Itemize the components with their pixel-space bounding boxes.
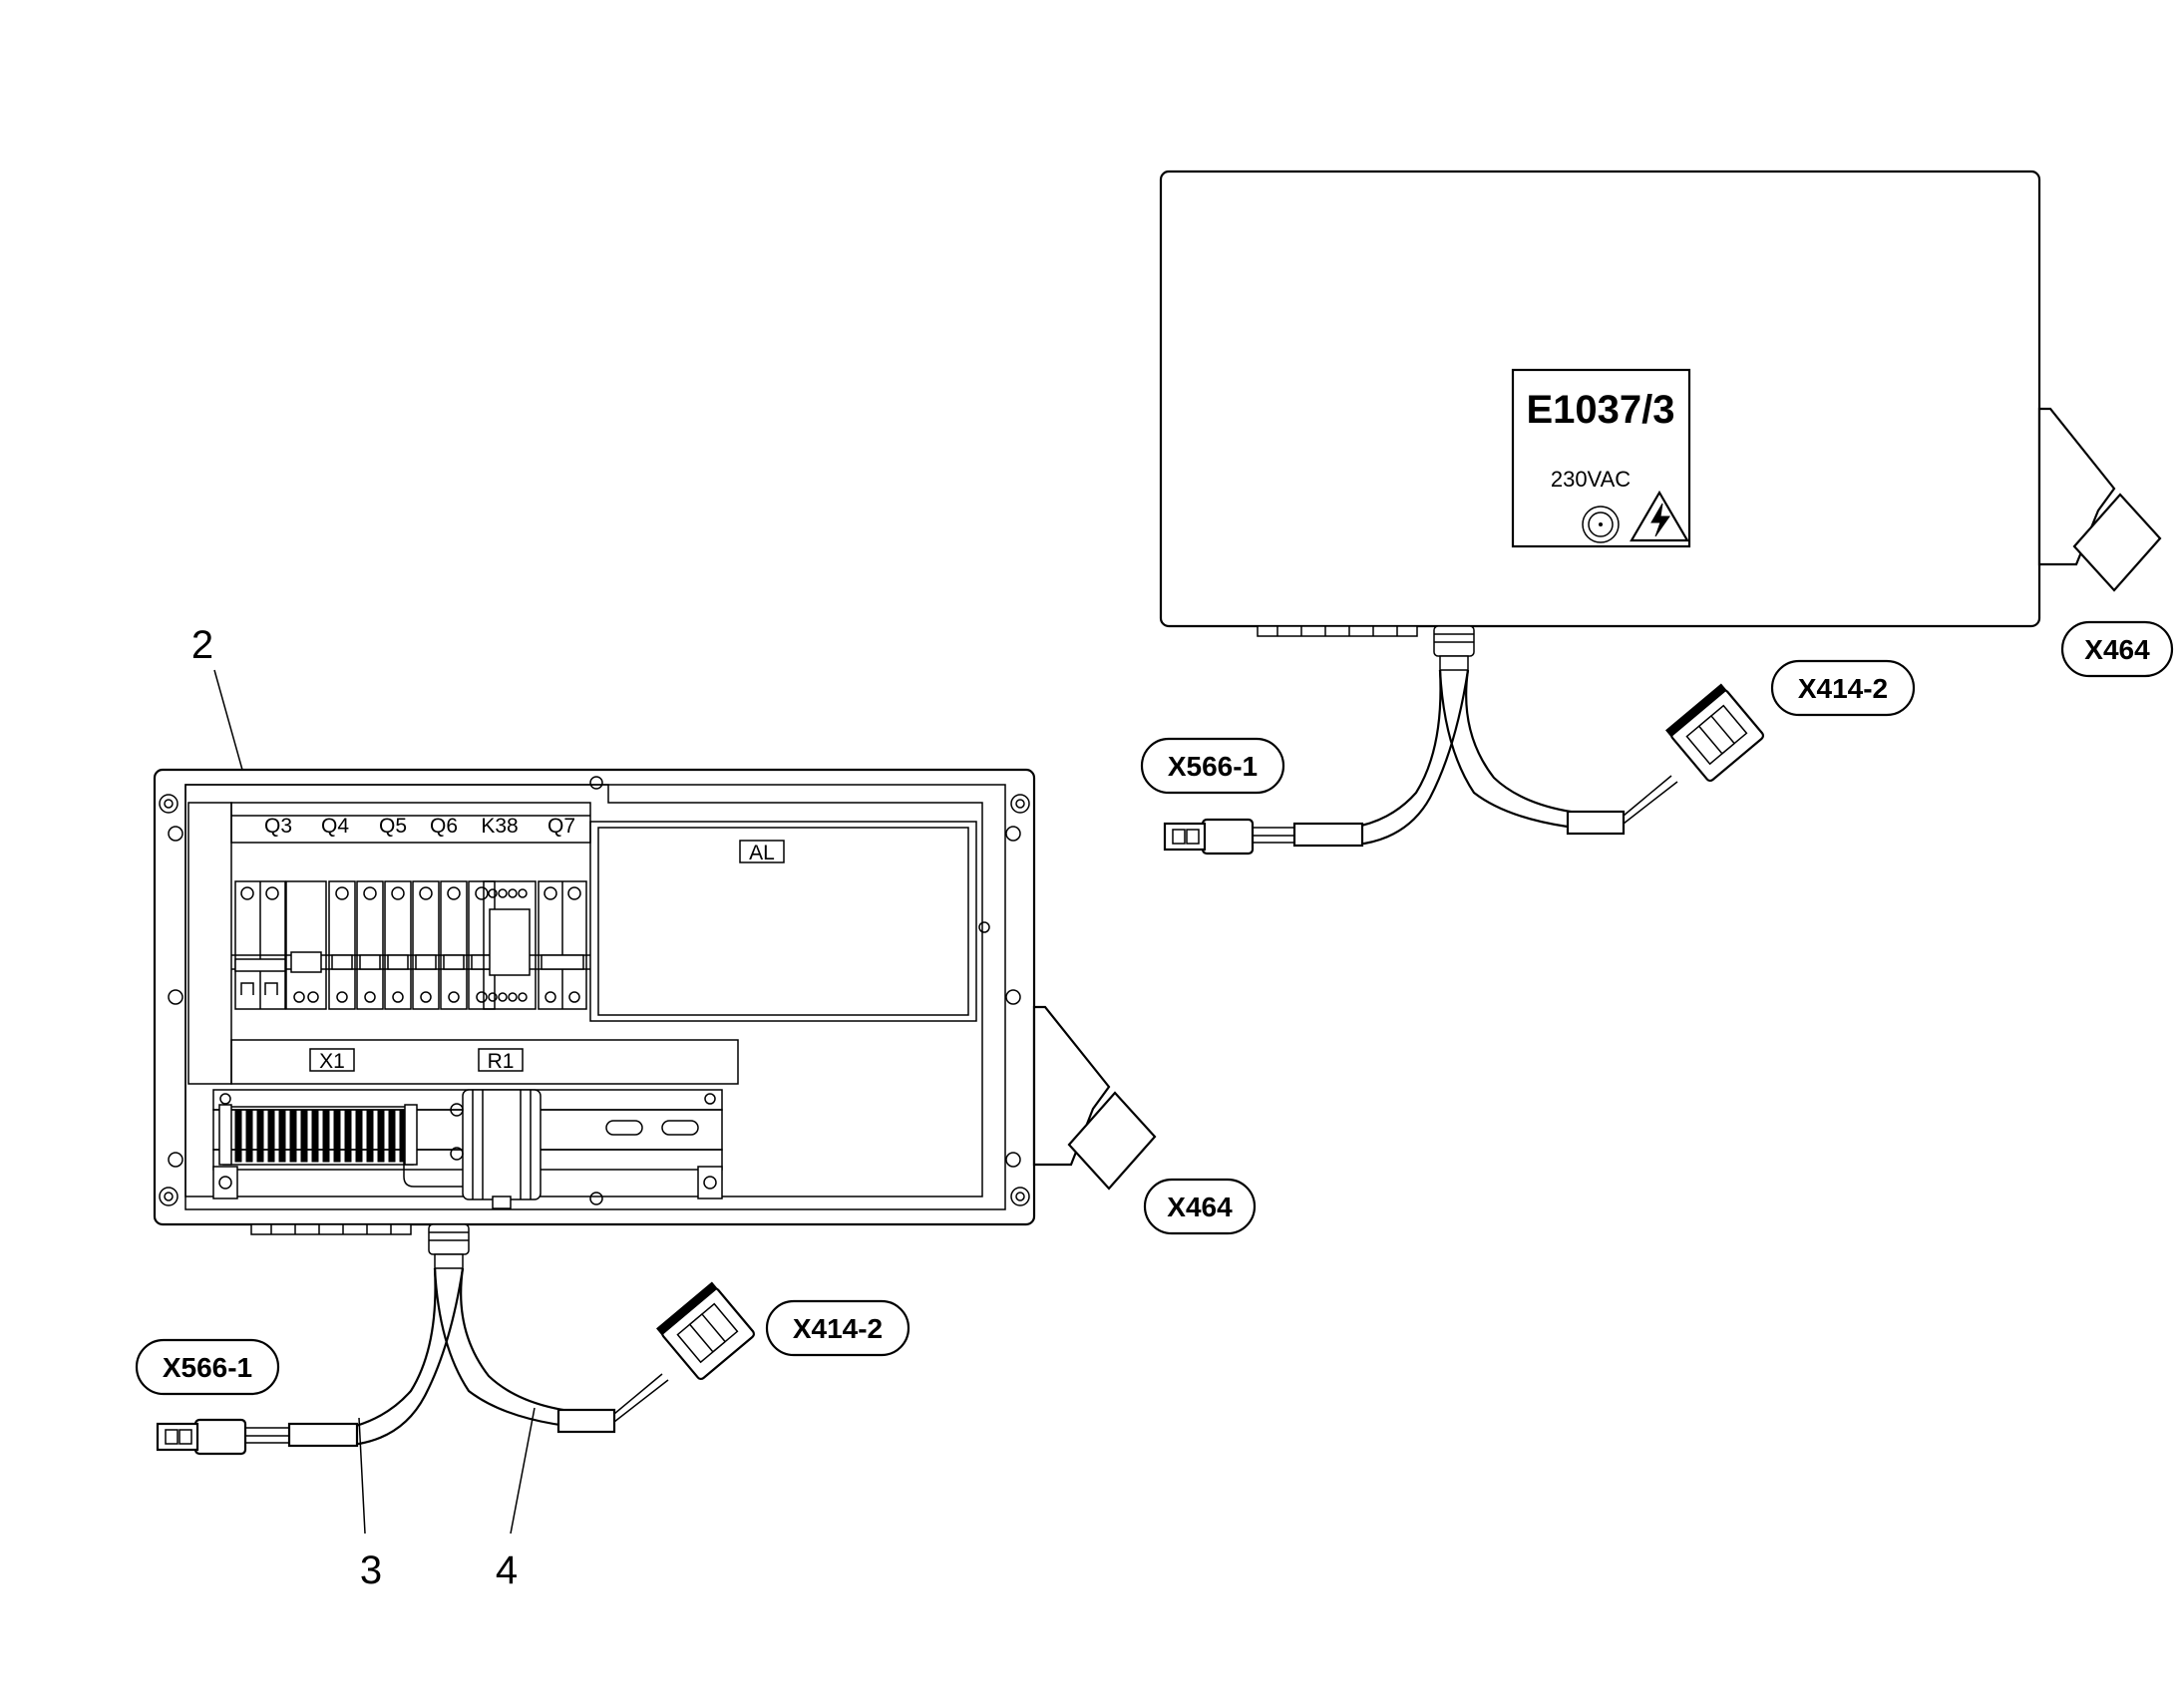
bottom-glands-right — [1257, 625, 1475, 671]
plug-x414-2-right — [1665, 683, 1765, 783]
device-label-q6: Q6 — [430, 815, 458, 838]
side-connector-housing-right — [2037, 407, 2162, 592]
relay-r1 — [403, 1089, 542, 1209]
corner-screws — [159, 776, 1030, 1206]
nameplate-title: E1037/3 — [1526, 388, 1674, 432]
tag-text-x464-right: X464 — [2084, 634, 2150, 665]
side-connector-housing — [1032, 1005, 1157, 1191]
high-voltage-warning-icon — [1630, 490, 1689, 542]
device-label-k38: K38 — [481, 815, 518, 838]
tag-text-x464-left: X464 — [1167, 1192, 1233, 1222]
terminal-block-x1 — [218, 1104, 418, 1166]
cable-harness-left — [245, 1267, 669, 1448]
cable-harness-right — [1253, 669, 1678, 848]
relay-label-r1: R1 — [488, 1050, 515, 1073]
enclosure-outline — [153, 768, 1036, 1226]
plug-x566-1-left — [156, 1418, 247, 1456]
device-label-q3: Q3 — [264, 815, 292, 838]
device-label-q4: Q4 — [321, 815, 349, 838]
tag-bubble-x566-1-right — [1140, 737, 1285, 795]
device-label-q5: Q5 — [379, 815, 407, 838]
tag-text-x566-1-left: X566-1 — [163, 1352, 252, 1383]
plug-x566-1-right — [1163, 818, 1255, 855]
device-label-q7: Q7 — [547, 815, 575, 838]
tag-text-x566-1-right: X566-1 — [1168, 751, 1258, 782]
nameplate-voltage: 230VAC — [1551, 467, 1631, 492]
module-label-al: AL — [749, 842, 775, 864]
bottom-glands — [250, 1223, 470, 1269]
terminal-label-x1: X1 — [319, 1050, 345, 1073]
item-label-2: 2 — [191, 623, 213, 667]
closed-enclosure-view: E1037/3 230VAC — [1140, 170, 2174, 855]
tag-bubble-x414-2-right — [1770, 659, 1916, 717]
tag-bubble-x566-1-left — [135, 1338, 280, 1396]
plug-x414-2-left — [656, 1281, 756, 1381]
nameplate: E1037/3 230VAC — [1511, 368, 1691, 548]
open-enclosure-view: 2 Q3 Q4 Q5 — [135, 623, 1257, 1592]
circuit-breaker-row — [231, 880, 590, 1010]
device-label-row: Q3 Q4 Q5 Q6 K38 Q7 — [264, 815, 575, 838]
tag-bubble-x464-right — [2060, 620, 2174, 678]
enclosure-lid — [1159, 170, 2041, 628]
tag-text-x414-2-right: X414-2 — [1798, 673, 1888, 704]
tag-bubble-x414-2-left — [765, 1299, 910, 1357]
item-label-4: 4 — [496, 1548, 518, 1592]
tag-bubble-x464-left — [1143, 1178, 1257, 1235]
item-label-3: 3 — [360, 1548, 382, 1592]
tag-text-x414-2-left: X414-2 — [793, 1313, 883, 1344]
al-module: AL — [589, 821, 990, 1022]
